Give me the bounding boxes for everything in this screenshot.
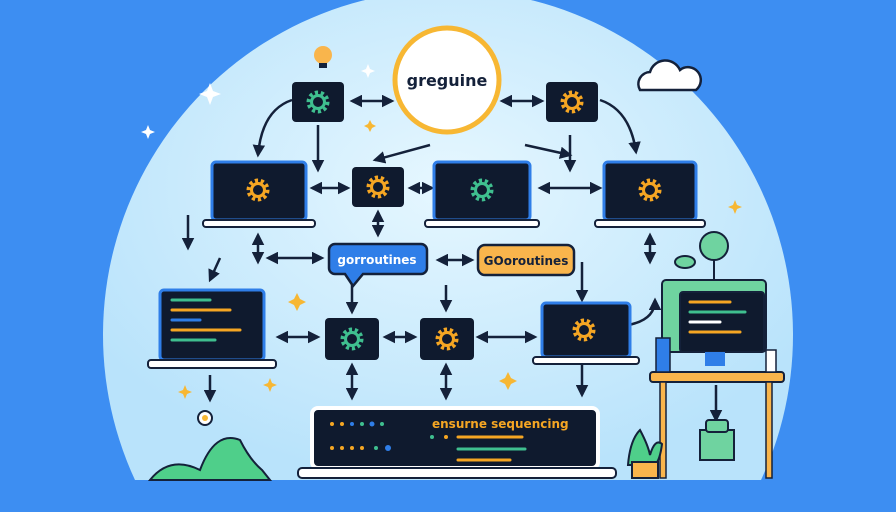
center-label: greguine [407,71,488,90]
code-laptop [147,288,277,369]
connector-arrows [251,94,657,401]
star-icons [178,120,742,399]
connector-arrows-oneway [181,98,723,423]
gear-box [292,82,344,122]
sequencing-laptop: ensurne sequencing [297,406,617,479]
laptop [202,160,316,228]
gear-box [420,318,474,360]
laptop [424,160,540,228]
cloud-icon [637,59,703,92]
laptop [594,160,706,228]
code-caption: ensurne sequencing [432,417,569,431]
plant-right [626,428,664,479]
plant-left [147,410,273,481]
laptop [532,301,640,365]
bubble-orange-label: GOoroutines [484,254,569,268]
goroutines-bubble-blue: gorroutines [327,242,429,289]
gear-box [325,318,379,360]
bubble-blue-label: gorroutines [337,253,416,267]
sparkle-icons [141,64,375,139]
center-node: greguine [392,25,502,135]
lightbulb-icon [314,46,332,68]
gear-box [352,167,404,207]
goroutines-bubble-orange: GOoroutines [476,243,576,277]
desk-setup [649,231,785,479]
code-glyphs [330,421,448,451]
gear-box [546,82,598,122]
